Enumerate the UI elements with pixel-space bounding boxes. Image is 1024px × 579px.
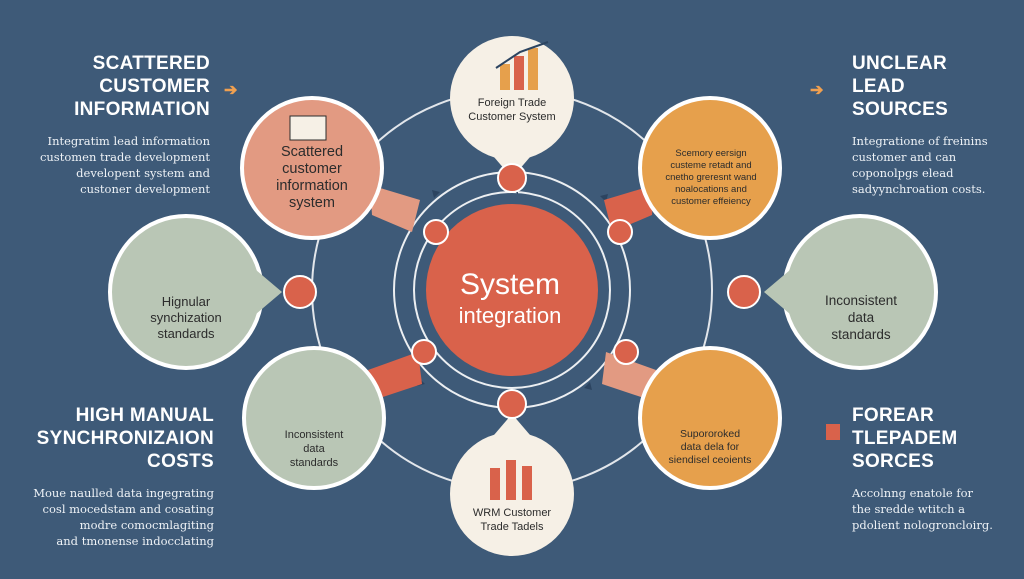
node-mid-right[interactable] bbox=[764, 214, 938, 370]
node-bottom-left-label: Inconsistent data standards bbox=[284, 429, 344, 469]
side-text-top-left: SCATTERED CUSTOMER INFORMATION Integrati… bbox=[20, 52, 210, 197]
side-text-bottom-right: FOREAR TLEPADEM SORCES Accolnng enatole … bbox=[852, 404, 1012, 533]
side-body-bottom-left: Moue naulled data ingegrating cosl moced… bbox=[33, 486, 214, 548]
side-title-top-right: UNCLEAR LEAD SOURCES bbox=[852, 53, 949, 120]
arrow-top-left: ➔ bbox=[224, 82, 238, 99]
node-top-right[interactable] bbox=[638, 96, 782, 240]
node-top-left-label: Scattered customer information system bbox=[276, 144, 348, 211]
node-bottom-right[interactable] bbox=[638, 346, 782, 490]
side-title-bottom-right: FOREAR TLEPADEM SORCES bbox=[852, 405, 958, 472]
connector-badges bbox=[283, 163, 761, 419]
node-mid-right-label: Inconsistent data standards bbox=[824, 293, 898, 342]
node-mid-left-label: Hignular synchization standards bbox=[150, 294, 222, 341]
side-text-bottom-left: HIGH MANUAL SYNCHRONIZAION COSTS Moue na… bbox=[14, 404, 214, 549]
node-top[interactable] bbox=[450, 36, 574, 178]
center-title: System bbox=[459, 268, 561, 301]
side-body-top-left: Integratim lead information customen tra… bbox=[39, 134, 210, 196]
node-top-right-label: Scemory eersign custeme retadt and cneth… bbox=[665, 148, 757, 207]
side-title-top-left: SCATTERED CUSTOMER INFORMATION bbox=[74, 53, 210, 120]
accent-square-bottom-right bbox=[826, 424, 840, 440]
node-top-left[interactable] bbox=[240, 96, 384, 240]
node-bottom[interactable] bbox=[450, 414, 574, 556]
node-bottom-label: WRM Customer Trade Tadels bbox=[472, 507, 552, 533]
node-top-label: Foreign Trade Customer System bbox=[468, 97, 556, 123]
node-mid-left[interactable] bbox=[108, 214, 282, 370]
center-label: System integration bbox=[430, 268, 590, 330]
node-bottom-left[interactable] bbox=[242, 346, 386, 490]
side-body-top-right: Integratione of freinins customer and ca… bbox=[852, 134, 988, 196]
center-hub bbox=[426, 204, 598, 376]
side-body-bottom-right: Accolnng enatole for the sredde wtitch a… bbox=[852, 486, 993, 532]
side-text-top-right: UNCLEAR LEAD SOURCES Integratione of fre… bbox=[852, 52, 1012, 197]
side-title-bottom-left: HIGH MANUAL SYNCHRONIZAION COSTS bbox=[36, 405, 214, 472]
node-bottom-right-label: Supororoked data dela for siendisel ceoi… bbox=[668, 428, 752, 466]
center-subtitle: integration bbox=[458, 303, 562, 328]
arrow-top-right: ➔ bbox=[810, 82, 824, 99]
